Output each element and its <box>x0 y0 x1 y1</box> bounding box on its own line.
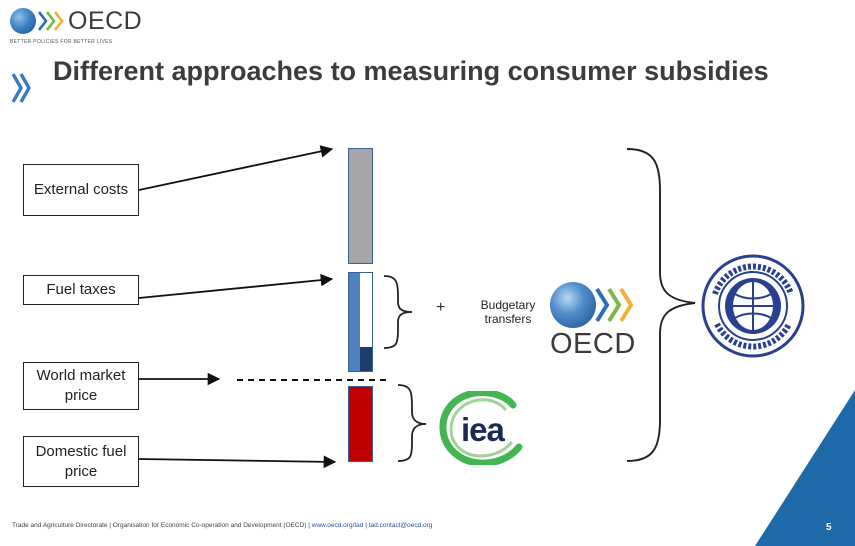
chevron-right-icon <box>54 11 64 31</box>
brace-iea <box>397 384 427 462</box>
fuel-taxes-bar <box>348 272 373 372</box>
footer-link-website[interactable]: www.oecd.org/tad <box>311 522 364 529</box>
fuel-taxes-subsidy-fill <box>360 347 372 371</box>
domestic-fuel-price-box: Domestic fuel price <box>23 436 139 487</box>
domestic-fuel-price-bar <box>348 386 373 462</box>
oecd-logo-large: OECD <box>550 282 640 362</box>
corner-accent <box>755 390 855 546</box>
budgetary-transfers-label: Budgetary transfers <box>480 298 536 326</box>
footer-separator: | <box>363 522 369 529</box>
footer: Trade and Agriculture Directorate | Orga… <box>12 522 432 529</box>
arrow-fuel-taxes <box>138 273 334 299</box>
arrow-domestic-fuel-price <box>138 455 337 469</box>
arrow-external-costs <box>138 145 334 191</box>
oecd-wordmark: OECD <box>550 328 636 360</box>
external-costs-box: External costs <box>23 164 139 216</box>
footer-link-email[interactable]: tad.contact@oecd.org <box>368 522 433 529</box>
iea-logo: iea <box>439 391 531 465</box>
globe-icon <box>10 8 36 34</box>
page-title: Different approaches to measuring consum… <box>53 56 769 86</box>
brace-imf <box>626 148 696 462</box>
external-costs-bar <box>348 148 373 264</box>
page-number: 5 <box>826 522 832 533</box>
chevron-right-icon <box>46 11 56 31</box>
title-chevron-icon <box>11 73 31 103</box>
fuel-taxes-fill <box>349 273 360 371</box>
world-market-price-box: World market price <box>23 362 139 410</box>
fuel-taxes-box: Fuel taxes <box>23 275 139 305</box>
footer-text: Trade and Agriculture Directorate | Orga… <box>12 522 312 529</box>
iea-wordmark: iea <box>461 411 505 448</box>
logo-tagline: BETTER POLICIES FOR BETTER LIVES <box>10 39 113 45</box>
iea-swoosh-icon <box>439 391 523 465</box>
chevron-right-icon <box>595 287 634 323</box>
chevron-right-icon <box>38 11 48 31</box>
plus-sign: + <box>436 299 446 316</box>
oecd-logo: OECD BETTER POLICIES FOR BETTER LIVES <box>8 5 142 47</box>
brace-fuel-taxes <box>383 275 413 349</box>
imf-seal-icon <box>701 254 805 358</box>
globe-icon <box>550 282 596 328</box>
logo-wordmark: OECD <box>68 7 143 35</box>
